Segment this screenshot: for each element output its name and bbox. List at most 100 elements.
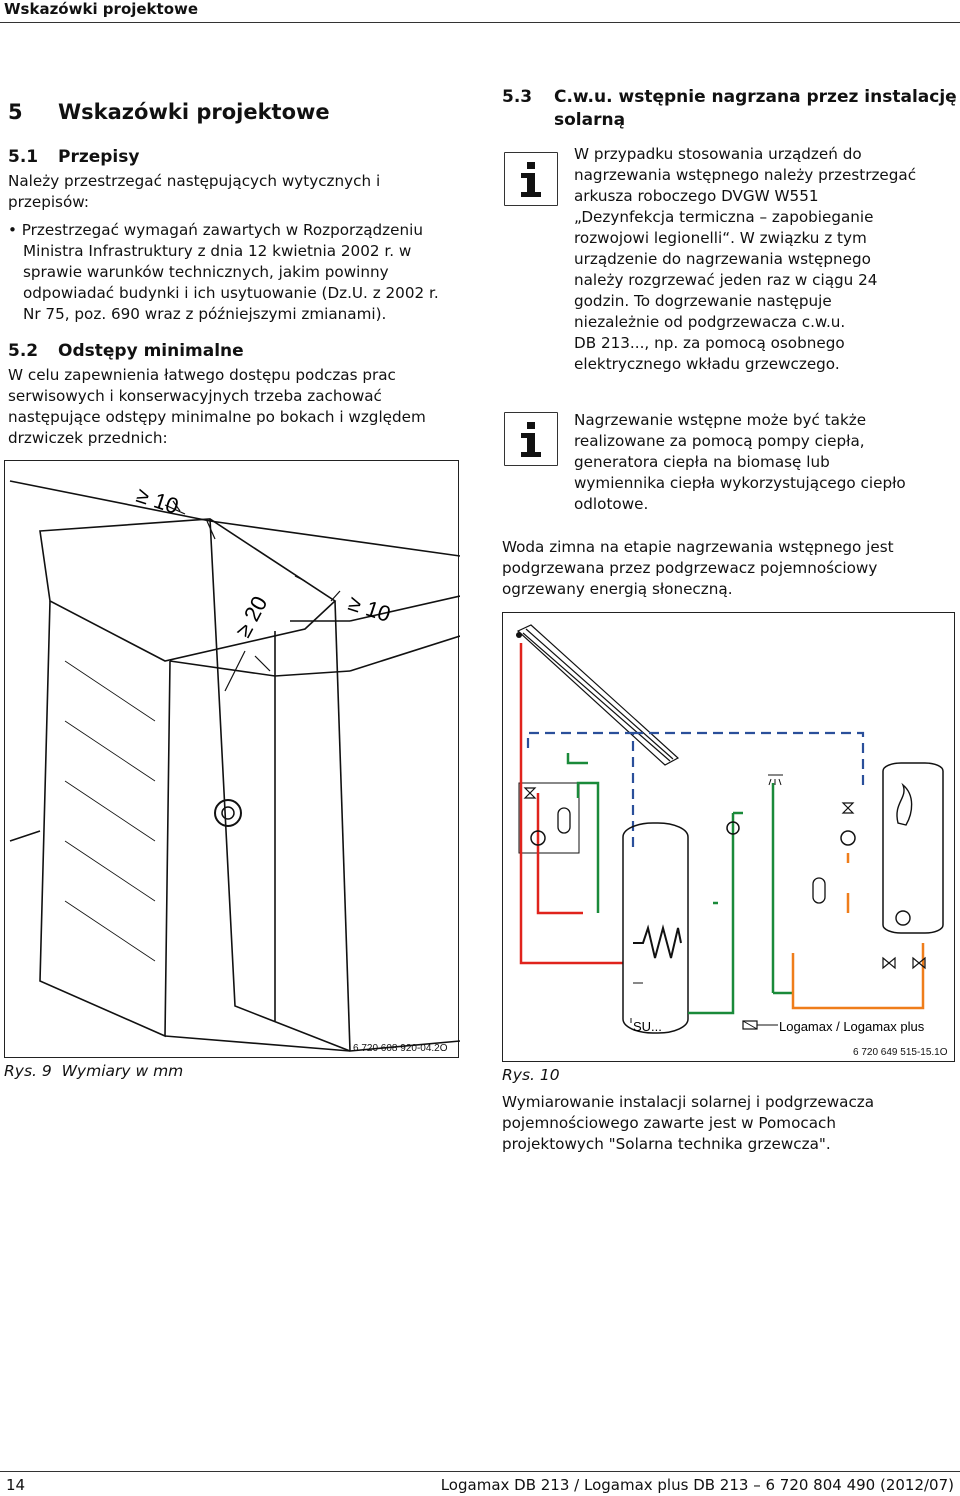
figure-10-solar-schematic: SU... Logamax / Logamax plus 6 720 649 5…: [502, 612, 955, 1062]
solar-return-pipe-red: [536, 793, 583, 915]
figure-9-clearance-diagram: ≥ 10 ≥ 20 ≥ 10 6 720 608 920-04.2O: [4, 460, 461, 1058]
section-5-3-title-line: C.w.u. wstępnie nagrzana przez instalacj…: [554, 87, 957, 107]
note-line: W przypadku stosowania urządzeń do: [574, 145, 862, 163]
section-5-title: Wskazówki projektowe: [58, 100, 330, 124]
heating-pipe-orange: [791, 943, 925, 1010]
bullet-line: Nr 75, poz. 690 wraz z późniejszymi zmia…: [23, 305, 387, 323]
base-line: [164, 1035, 461, 1052]
bullet-line: sprawie warunków technicznych, jakim pow…: [23, 263, 389, 281]
header-rule: [0, 22, 960, 23]
body-line: projektowych "Solarna technika grzewcza"…: [502, 1135, 831, 1153]
boiler-gauge-icon: [895, 910, 911, 926]
note-line: DB 213..., np. za pomocą osobnego: [574, 334, 845, 352]
wall-line: [209, 520, 461, 557]
note-line: rozwojowi legionelli“. W związku z tym: [574, 229, 867, 247]
solar-collector-icon: [516, 624, 680, 766]
section-5-3-heading: 5.3 C.w.u. wstępnie nagrzana przez instal…: [502, 86, 957, 132]
footer-rule: [0, 1471, 960, 1472]
cold-water-pipe-green: [566, 753, 735, 1015]
section-5-1-number: 5.1: [8, 147, 39, 167]
figure-10-note: Wymiarowanie instalacji solarnej i podgr…: [502, 1092, 957, 1155]
info-icon: [504, 152, 558, 206]
wall-line: [9, 480, 211, 522]
info-note-1: W przypadku stosowania urządzeń do nagrz…: [574, 144, 959, 375]
figure-9-caption-text: Wymiary w mm: [61, 1062, 184, 1080]
figure-9-id: 6 720 608 920-04.2O: [353, 1043, 448, 1054]
section-5-1-heading: 5.1 Przepisy: [8, 147, 139, 167]
appliance-top: [39, 518, 337, 662]
body-line: pojemnościowego zawarte jest w Pomocach: [502, 1114, 837, 1132]
bullet-line: Ministra Infrastruktury z dnia 12 kwietn…: [23, 242, 412, 260]
dim-right-label: ≥ 10: [345, 590, 393, 627]
expansion-vessel-icon: [557, 807, 571, 834]
label-su: SU...: [633, 1019, 662, 1034]
label-logamax: Logamax / Logamax plus: [779, 1019, 925, 1034]
note-line: elektrycznego wkładu grzewczego.: [574, 355, 840, 373]
heating-pump-icon: [840, 830, 856, 846]
note-line: odlotowe.: [574, 495, 649, 513]
circulation-pump-icon: [726, 821, 740, 835]
note-line: godzin. To dogrzewanie następuje: [574, 292, 832, 310]
door-lock-icon: [214, 799, 242, 827]
solar-flow-pipe-red: [519, 643, 623, 965]
info-note-2: Nagrzewanie wstępne może być także reali…: [574, 410, 959, 515]
valve-icon: [523, 787, 537, 799]
body-line: ogrzewany energią słoneczną.: [502, 580, 733, 598]
flame-icon: [896, 782, 913, 826]
collector-sensor-icon: [516, 632, 522, 638]
shower-icon: [768, 774, 783, 786]
body-line: Wymiarowanie instalacji solarnej i podgr…: [502, 1093, 875, 1111]
running-header: Wskazówki projektowe: [4, 0, 199, 18]
section-5-2-heading: 5.2 Odstępy minimalne: [8, 341, 244, 361]
intro-line: Należy przestrzegać następujących wytycz…: [8, 172, 381, 190]
body-line: podgrzewana przez podgrzewacz pojemności…: [502, 559, 878, 577]
expansion-vessel-icon: [812, 877, 826, 904]
section-5-3-title-line: solarną: [554, 110, 626, 130]
storage-tank-icon: [622, 822, 689, 1034]
note-line: realizowane za pomocą pompy ciepła,: [574, 432, 865, 450]
bullet-line: • Przestrzegać wymagań zawartych w Rozpo…: [8, 221, 423, 239]
intro-line: przepisów:: [8, 193, 89, 211]
section-5-2-text: W celu zapewnienia łatwego dostępu podcz…: [8, 365, 478, 449]
section-5-2-title: Odstępy minimalne: [58, 341, 244, 361]
solar-pump-icon: [530, 830, 546, 846]
note-line: należy rozgrzewać jeden raz w ciągu 24: [574, 271, 878, 289]
info-icon: [504, 412, 558, 466]
solar-station-box: [518, 782, 580, 854]
open-door: [39, 600, 171, 1038]
section-5-2-number: 5.2: [8, 341, 39, 361]
dim-top-label: ≥ 10: [133, 482, 181, 519]
body-line: W celu zapewnienia łatwego dostępu podcz…: [8, 366, 396, 384]
dim-side-label: ≥ 20: [230, 592, 272, 641]
section-5-heading: 5 Wskazówki projektowe: [8, 100, 330, 124]
page-number: 14: [6, 1476, 26, 1494]
right-wall-top: [349, 635, 461, 672]
front-top-edge: [169, 660, 351, 677]
note-line: wymiennika ciepła wykorzystującego ciepł…: [574, 474, 906, 492]
note-line: arkusza roboczego DVGW W551: [574, 187, 819, 205]
bullet-line: odpowiadać budynki i ich usytuowanie (Dz…: [23, 284, 439, 302]
note-line: urządzenie do nagrzewania wstępnego: [574, 250, 871, 268]
boiler-icon: [882, 762, 944, 934]
right-wall-line: [349, 595, 461, 622]
clearance-drawing: ≥ 10 ≥ 20 ≥ 10: [9, 480, 461, 1052]
valve-icon: [912, 956, 926, 970]
note-line: „Dezynfekcja termiczna – zapobieganie: [574, 208, 874, 226]
figure-10-id: 6 720 649 515-15.1O: [853, 1047, 948, 1058]
section-5-3-number: 5.3: [502, 87, 533, 107]
appliance-side-edge: [209, 518, 351, 1052]
note-line: nagrzewania wstępnego należy przestrzega…: [574, 166, 917, 184]
note-line: generatora ciepła na biomasę lub: [574, 453, 830, 471]
appliance-front-right: [334, 600, 351, 1052]
body-line: drzwiczek przednich:: [8, 429, 168, 447]
section-5-number: 5: [8, 100, 23, 124]
valve-icon: [882, 956, 896, 970]
solar-hydraulic-drawing: SU... Logamax / Logamax plus: [516, 624, 944, 1034]
section-5-1-text: Należy przestrzegać następujących wytycz…: [8, 171, 478, 325]
base-line: [9, 830, 41, 842]
section-5-1-title: Przepisy: [58, 147, 140, 167]
section-5-3-paragraph: Woda zimna na etapie nagrzewania wstępne…: [502, 537, 957, 600]
note-line: niezależnie od podgrzewacza c.w.u.: [574, 313, 846, 331]
footer-doc-title: Logamax DB 213 / Logamax plus DB 213 – 6…: [440, 1476, 954, 1494]
figure-9-caption: Rys. 9 Wymiary w mm: [4, 1062, 183, 1080]
